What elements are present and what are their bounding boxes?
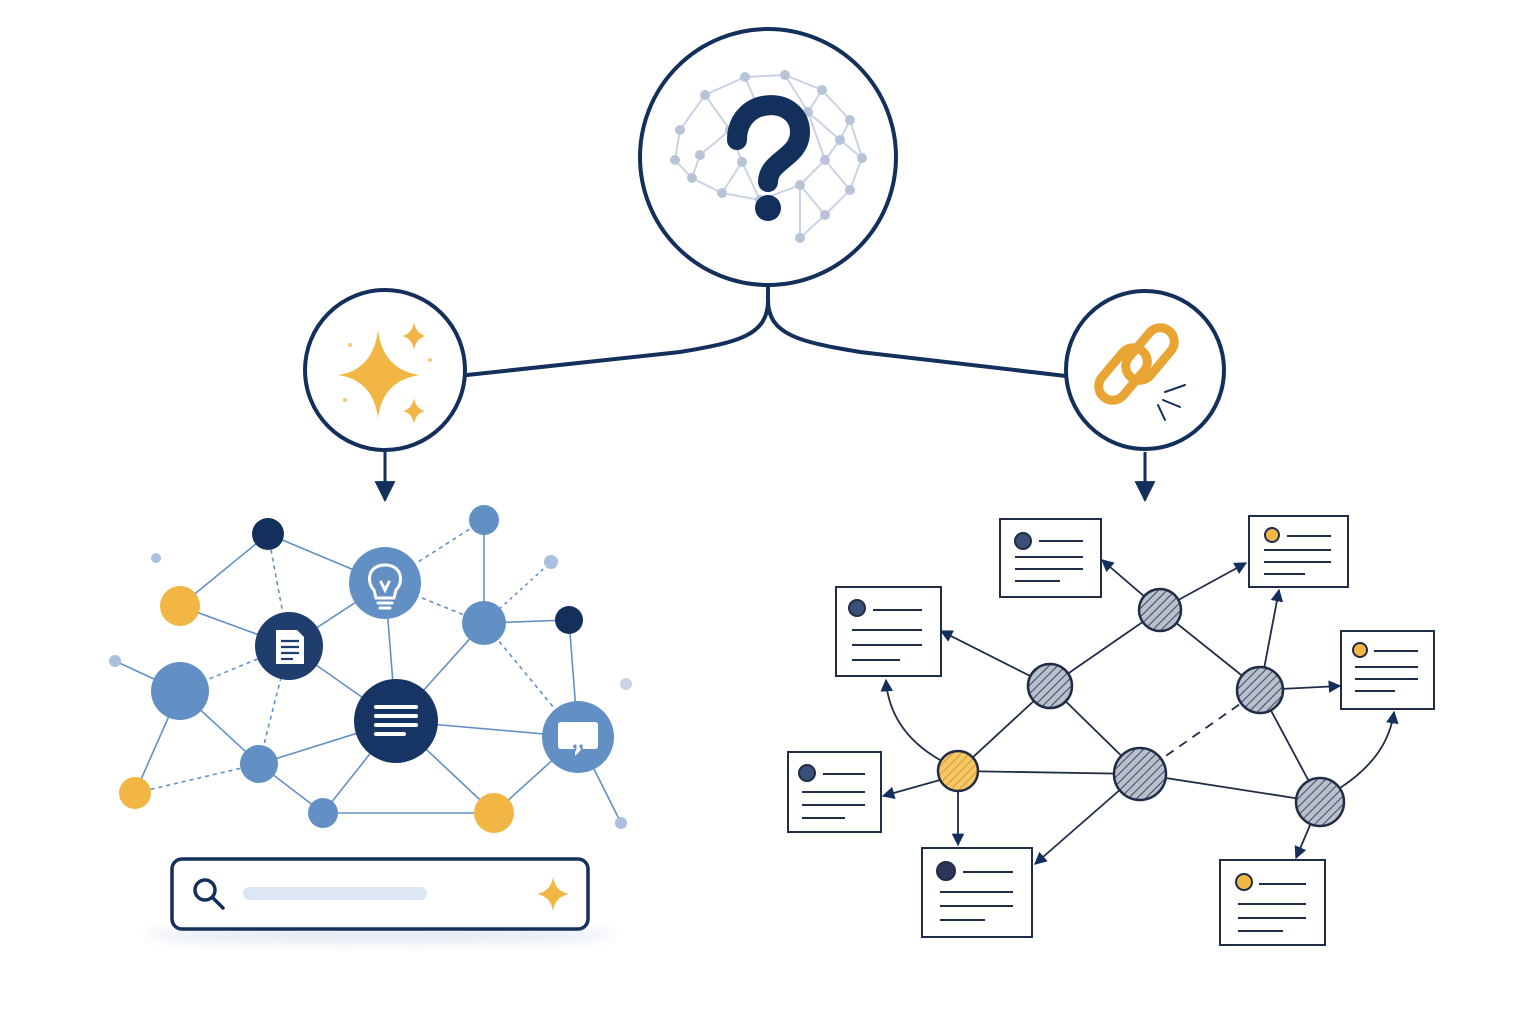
broken-chain-link-icon	[1094, 323, 1179, 405]
document-card	[921, 847, 1033, 938]
graph-node	[544, 555, 558, 569]
branch-connectors	[465, 284, 1068, 378]
graph-node	[1112, 746, 1168, 802]
graph-node	[151, 662, 209, 720]
document-card	[1340, 630, 1435, 710]
graph-node	[252, 518, 284, 550]
sparkle-icon[interactable]	[537, 877, 569, 911]
right-branch-node	[1064, 289, 1226, 451]
document-card	[835, 586, 942, 677]
search-input-placeholder-bar[interactable]	[243, 887, 427, 900]
graph-node	[462, 601, 506, 645]
left-knowledge-graph: ,,	[109, 505, 632, 943]
search-icon	[193, 878, 225, 910]
semantic-search-bar[interactable]	[145, 857, 615, 943]
graph-node	[308, 798, 338, 828]
lightbulb-node	[349, 547, 421, 619]
left-branch-node	[303, 288, 467, 452]
lightbulb-icon	[367, 563, 403, 610]
text-lines-icon	[374, 705, 418, 736]
graph-node	[119, 777, 151, 809]
speech-bubble-quote-icon: ,,	[558, 722, 598, 756]
root-question-node	[638, 27, 898, 287]
right-graph-nodes	[936, 587, 1346, 828]
right-linked-graph	[787, 515, 1435, 946]
graph-node	[936, 749, 980, 793]
graph-node	[160, 586, 200, 626]
document-card	[1219, 859, 1326, 946]
graph-node	[1026, 662, 1074, 710]
down-arrows	[374, 452, 1156, 503]
graph-node	[1235, 665, 1285, 715]
graph-node	[109, 655, 121, 667]
question-mark-icon	[727, 95, 811, 221]
graph-node	[555, 606, 583, 634]
document-node	[255, 612, 323, 680]
svg-text:,,: ,,	[572, 728, 584, 753]
document-icon	[276, 630, 304, 664]
graph-node	[615, 817, 627, 829]
graph-node	[151, 553, 161, 563]
graph-node	[620, 678, 632, 690]
quote-node: ,,	[542, 701, 614, 773]
graph-node	[469, 505, 499, 535]
document-card	[787, 751, 882, 833]
central-text-node	[354, 679, 438, 763]
graph-node	[240, 745, 278, 783]
graph-node	[1137, 587, 1183, 633]
graph-node	[474, 793, 514, 833]
left-graph-nodes: ,,	[109, 505, 632, 833]
document-card	[999, 518, 1102, 598]
document-card	[1248, 515, 1349, 588]
graph-node	[1294, 776, 1346, 828]
sparkle-stars-icon	[338, 322, 426, 424]
citation-cards	[787, 515, 1435, 946]
